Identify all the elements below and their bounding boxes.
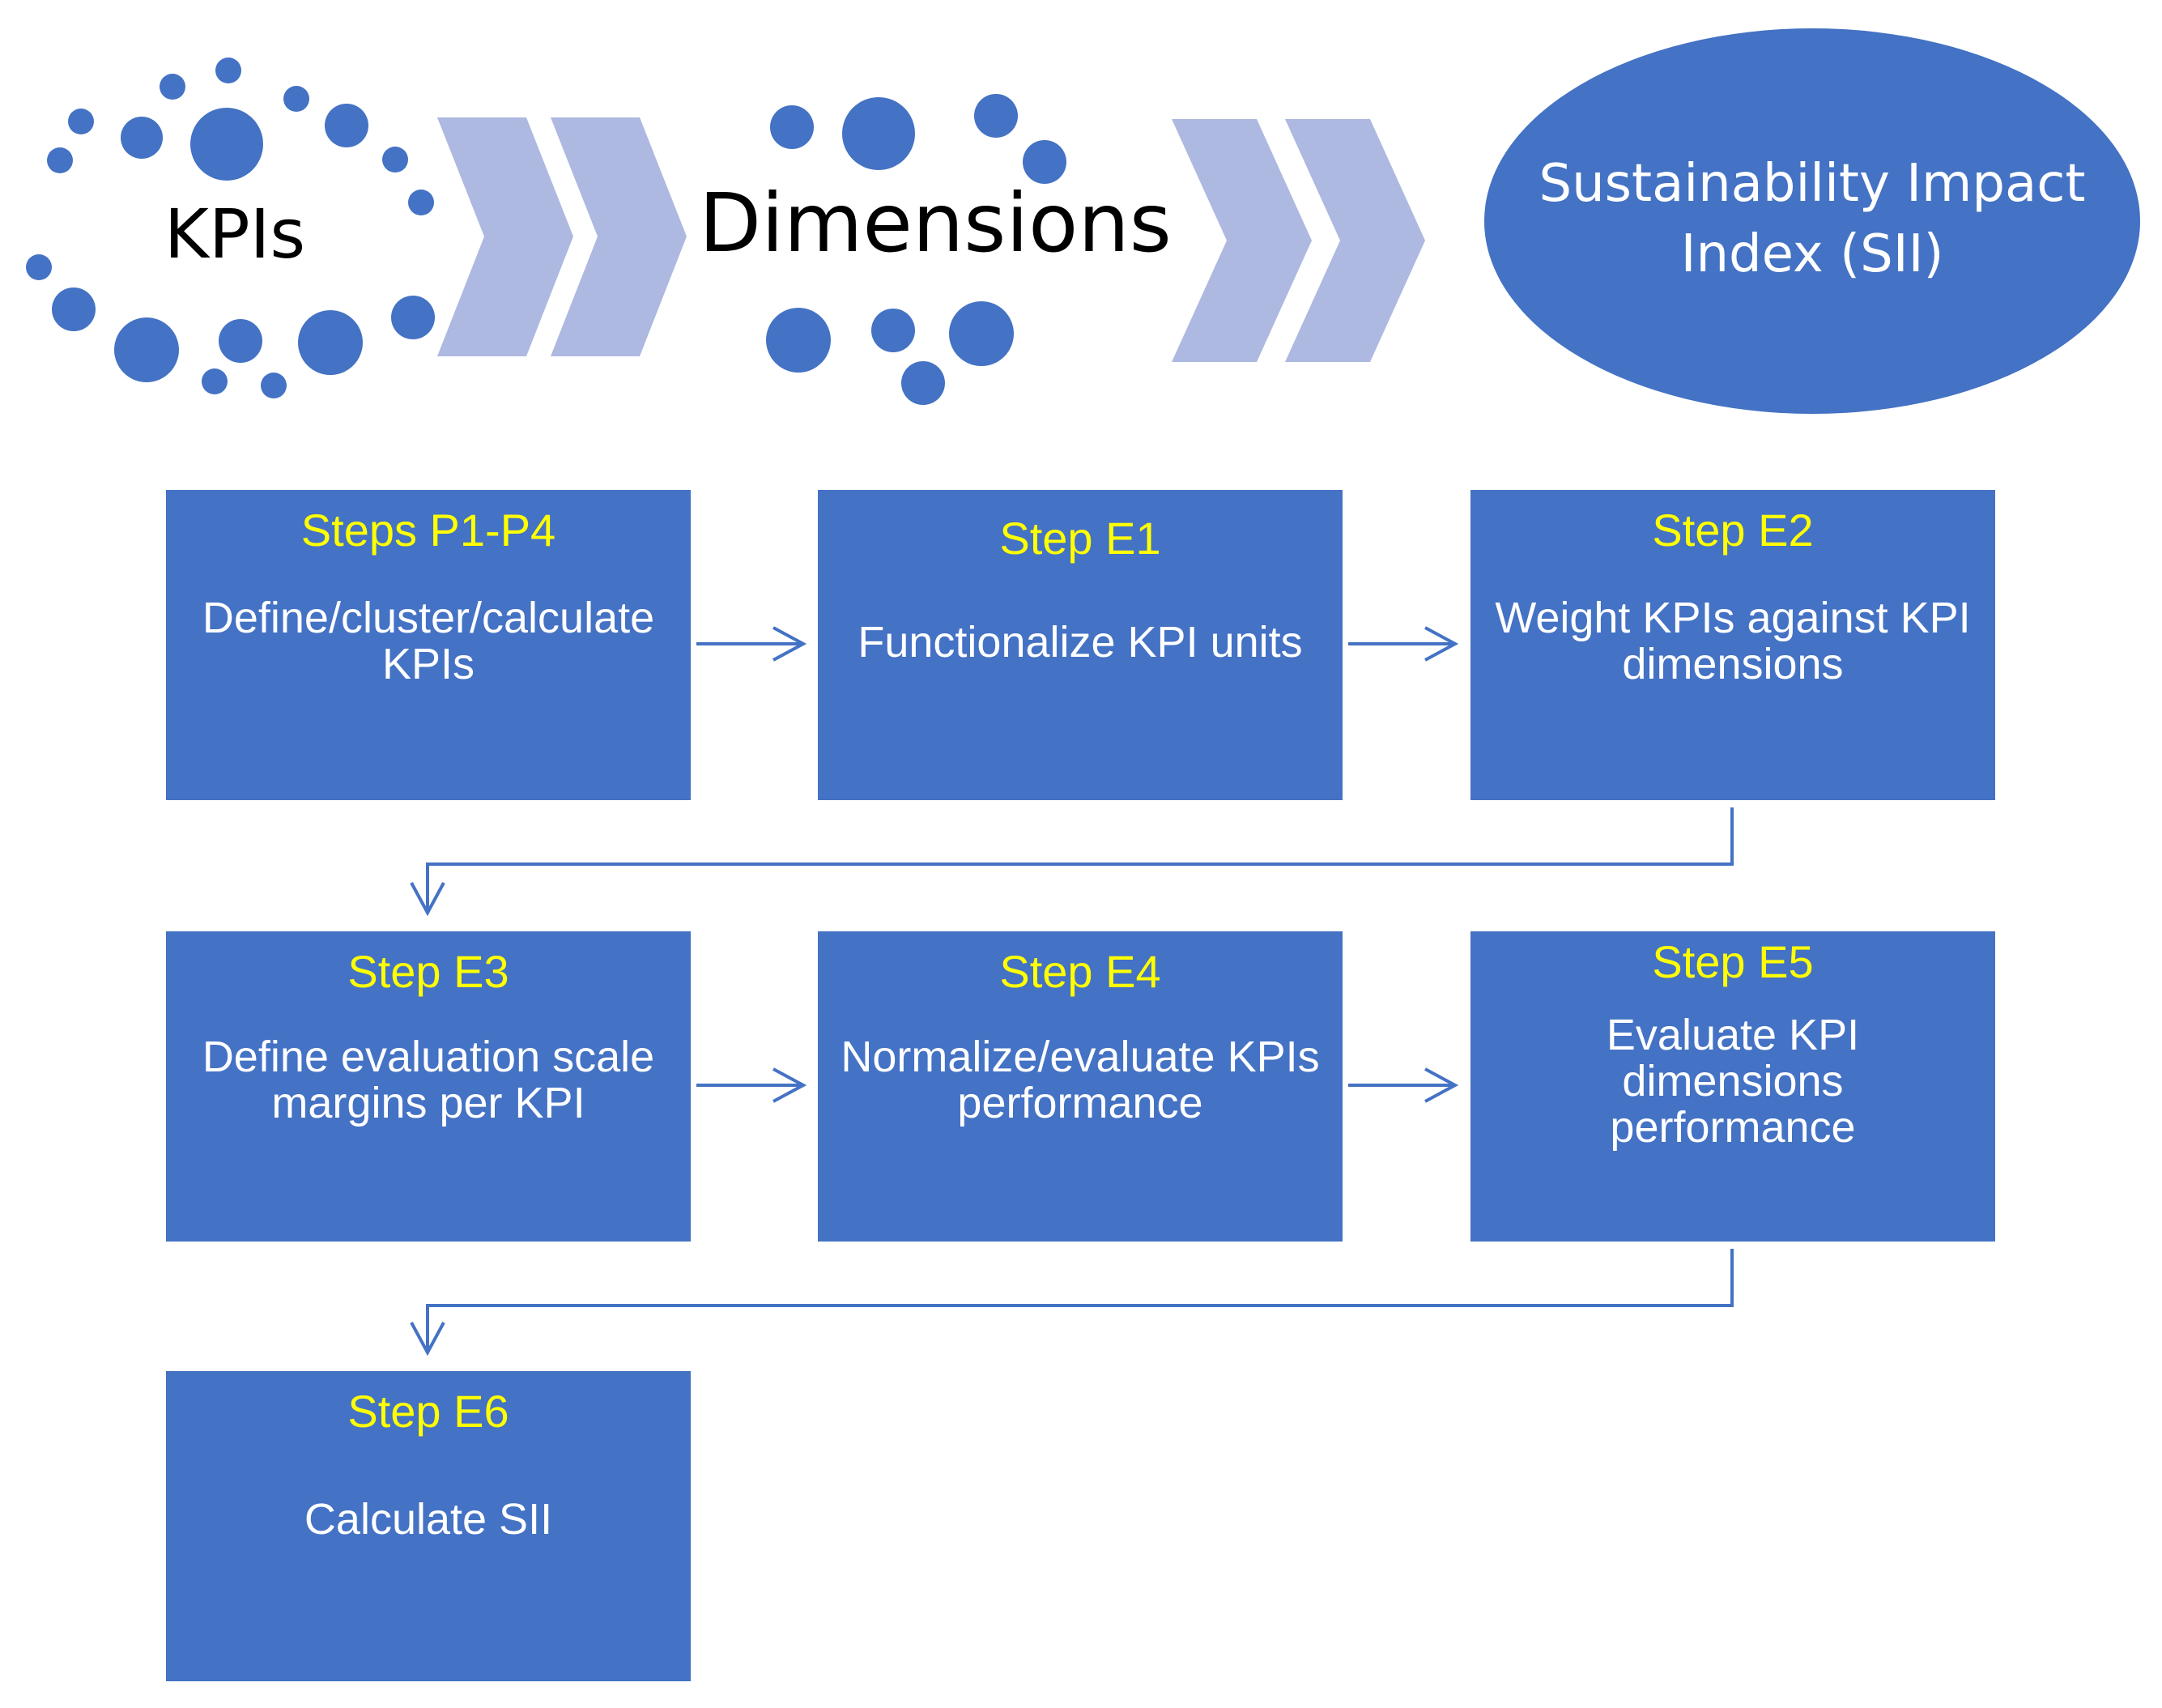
step-e5-box: Step E5 Evaluate KPI dimensions performa… xyxy=(1470,931,1995,1242)
step-e6-desc: Calculate SII xyxy=(304,1495,553,1544)
dimensions-dot-cluster xyxy=(766,94,1066,405)
chevron-arrows-1 xyxy=(437,117,687,356)
step-e2-box: Step E2 Weight KPIs against KPI dimensio… xyxy=(1470,490,1995,800)
step-e4-title: Step E4 xyxy=(999,946,1161,997)
sii-label-line1: Sustainability Impact xyxy=(1539,154,2085,214)
kpis-label: KPIs xyxy=(164,194,305,274)
step-p1p4-box: Steps P1-P4 Define/cluster/calculate KPI… xyxy=(166,490,691,800)
arrow-e2-to-e3 xyxy=(410,807,1734,917)
arrow-e4-to-e5 xyxy=(1348,1067,1459,1103)
chevron-arrows-2 xyxy=(1172,119,1425,362)
step-e3-desc: Define evaluation scale margins per KPI xyxy=(202,1033,655,1127)
step-e3-title: Step E3 xyxy=(347,946,509,997)
step-p1p4-desc: Define/cluster/calculate KPIs xyxy=(202,594,655,688)
sii-oval xyxy=(1484,28,2140,414)
dimensions-label: Dimensions xyxy=(699,176,1172,270)
arrow-e5-to-e6 xyxy=(410,1249,1734,1357)
sii-label-line2: Index (SII) xyxy=(1681,224,1944,284)
step-e1-box: Step E1 Functionalize KPI units xyxy=(818,490,1343,800)
step-e1-title: Step E1 xyxy=(999,513,1161,564)
step-e6-title: Step E6 xyxy=(347,1386,509,1437)
step-e4-box: Step E4 Normalize/evaluate KPIs performa… xyxy=(818,931,1343,1242)
arrow-e1-to-e2 xyxy=(1348,626,1459,662)
step-e2-title: Step E2 xyxy=(1652,505,1814,556)
step-e4-desc: Normalize/evaluate KPIs performance xyxy=(841,1033,1320,1127)
step-e6-box: Step E6 Calculate SII xyxy=(166,1371,691,1681)
step-e1-desc: Functionalize KPI units xyxy=(858,618,1303,667)
kpi-dot-cluster xyxy=(26,58,435,398)
arrow-e3-to-e4 xyxy=(696,1067,807,1103)
step-e2-desc: Weight KPIs against KPI dimensions xyxy=(1495,594,1971,688)
step-p1p4-title: Steps P1-P4 xyxy=(300,505,556,556)
arrow-p1p4-to-e1 xyxy=(696,626,807,662)
step-e3-box: Step E3 Define evaluation scale margins … xyxy=(166,931,691,1242)
step-e5-desc: Evaluate KPI dimensions performance xyxy=(1606,1011,1860,1152)
step-e5-title: Step E5 xyxy=(1652,936,1814,987)
